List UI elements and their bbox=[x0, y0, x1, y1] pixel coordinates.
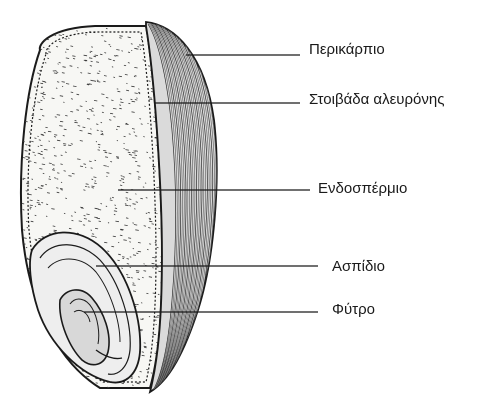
label-germ: Φύτρο bbox=[332, 302, 375, 317]
label-endosperm: Ενδοσπέρμιο bbox=[318, 181, 407, 196]
label-scutellum: Ασπίδιο bbox=[332, 259, 385, 274]
label-aleurone-layer: Στοιβάδα αλευρόνης bbox=[309, 92, 444, 107]
label-pericarp: Περικάρπιο bbox=[309, 42, 385, 57]
